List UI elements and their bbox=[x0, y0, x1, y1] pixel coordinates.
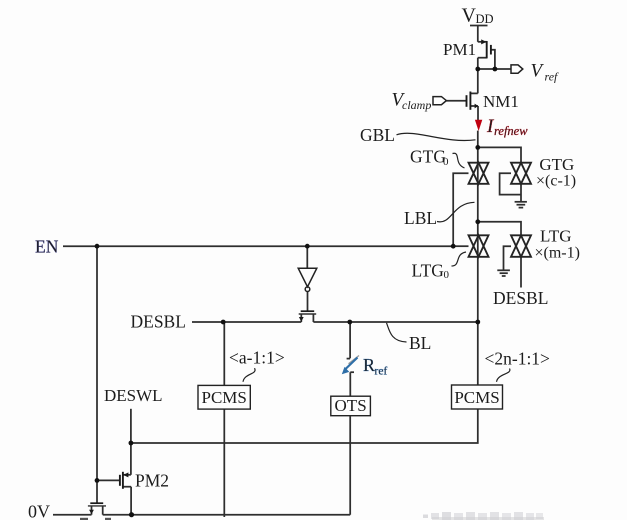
svg-text:V: V bbox=[392, 90, 406, 111]
svg-text:×(c-1): ×(c-1) bbox=[536, 172, 576, 189]
svg-text:refnew: refnew bbox=[494, 124, 528, 138]
svg-text:ref: ref bbox=[375, 366, 388, 378]
svg-text:LBL: LBL bbox=[404, 208, 437, 228]
svg-text:GTG: GTG bbox=[539, 155, 574, 174]
svg-text:LTG: LTG bbox=[412, 260, 445, 280]
svg-text:DESBL: DESBL bbox=[131, 312, 186, 332]
svg-text:GBL: GBL bbox=[360, 125, 395, 145]
svg-text:DESWL: DESWL bbox=[104, 386, 163, 405]
svg-text:clamp: clamp bbox=[402, 98, 431, 112]
svg-text:I: I bbox=[486, 116, 495, 137]
svg-text:0: 0 bbox=[443, 156, 449, 168]
svg-text:×(m-1): ×(m-1) bbox=[535, 245, 580, 262]
svg-text:ref: ref bbox=[545, 70, 560, 84]
svg-text:<2n-1:1>: <2n-1:1> bbox=[485, 348, 551, 368]
svg-text:<a-1:1>: <a-1:1> bbox=[229, 348, 285, 368]
svg-text:PM1: PM1 bbox=[443, 40, 476, 59]
svg-text:LTG: LTG bbox=[540, 227, 572, 246]
svg-text:V: V bbox=[462, 5, 477, 27]
svg-text:0V: 0V bbox=[28, 501, 50, 520]
svg-text:NM1: NM1 bbox=[483, 92, 519, 111]
svg-text:R: R bbox=[363, 355, 375, 375]
svg-text:GTG: GTG bbox=[410, 146, 446, 166]
svg-text:PM2: PM2 bbox=[135, 471, 169, 491]
svg-text:DD: DD bbox=[476, 12, 494, 26]
svg-text:V: V bbox=[531, 61, 545, 82]
svg-text:PCMS: PCMS bbox=[202, 388, 247, 407]
svg-text:0: 0 bbox=[444, 269, 450, 281]
svg-text:OTS: OTS bbox=[335, 396, 367, 415]
svg-text:BL: BL bbox=[409, 333, 431, 353]
svg-text:EN: EN bbox=[35, 236, 59, 256]
svg-text:PCMS: PCMS bbox=[454, 388, 499, 407]
svg-text:DESBL: DESBL bbox=[493, 288, 548, 308]
